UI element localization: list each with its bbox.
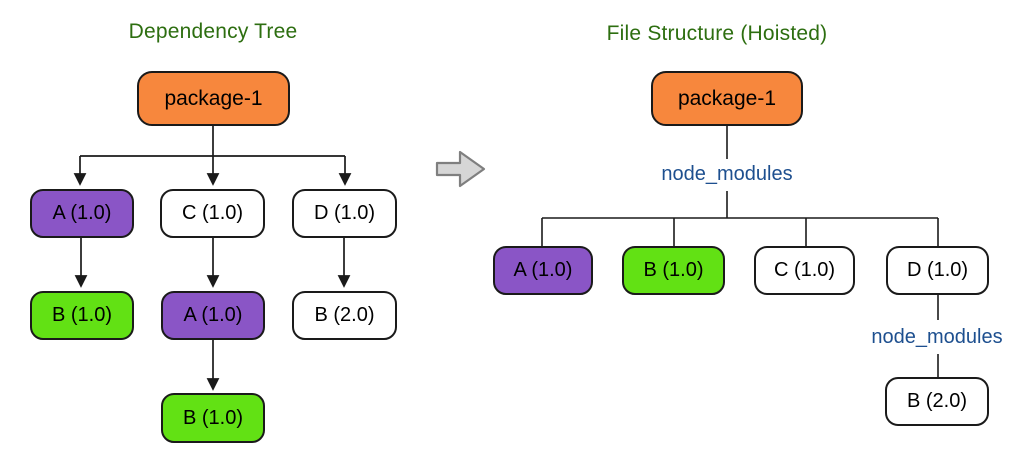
- left-node-package-1: package-1: [137, 71, 290, 126]
- node-modules-label-d: node_modules: [871, 326, 1003, 348]
- right-node-C-1.0: C (1.0): [754, 246, 855, 295]
- right-tree-title: File Structure (Hoisted): [606, 22, 828, 45]
- left-tree-title: Dependency Tree: [128, 20, 298, 43]
- right-node-package-1: package-1: [651, 71, 803, 126]
- right-node-D-1.0: D (1.0): [886, 246, 989, 295]
- node-modules-label-root: node_modules: [661, 163, 793, 185]
- right-node-B-2.0: B (2.0): [885, 377, 989, 426]
- right-node-A-1.0: A (1.0): [493, 246, 593, 295]
- left-node-A-1.0: A (1.0): [30, 189, 134, 238]
- transform-right-arrow-icon: [435, 150, 486, 188]
- left-node-A-1.0-nested: A (1.0): [161, 291, 265, 340]
- left-node-B-1.0-nested: B (1.0): [161, 393, 265, 443]
- right-node-B-1.0: B (1.0): [622, 246, 725, 295]
- left-node-B-1.0: B (1.0): [30, 291, 134, 340]
- left-node-B-2.0: B (2.0): [292, 291, 397, 340]
- left-node-C-1.0: C (1.0): [160, 189, 265, 238]
- left-node-D-1.0: D (1.0): [292, 189, 397, 238]
